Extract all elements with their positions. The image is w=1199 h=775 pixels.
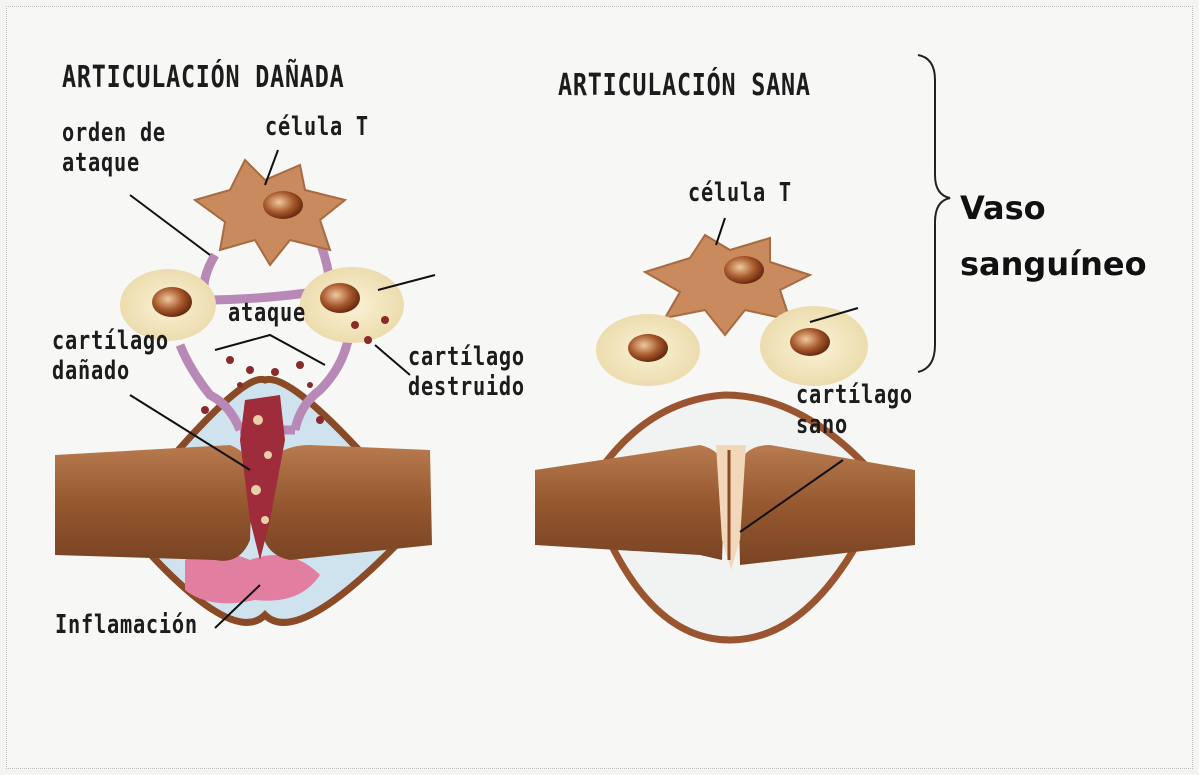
inflammation-label: Inflamación: [55, 610, 198, 640]
t-cell-damaged-label: célula T: [265, 112, 369, 142]
healthy-cartilage-label: cartílago sano: [796, 380, 913, 440]
blood-vessel-label: Vaso sanguíneo: [960, 180, 1160, 292]
healthy-bone-right: [738, 445, 915, 565]
healthy-joint-title: ARTICULACIÓN SANA: [558, 68, 811, 103]
vessel-bracket: [918, 55, 950, 372]
damaged-joint-title: ARTICULACIÓN DAÑADA: [62, 60, 344, 95]
damaged-bone-left: [55, 445, 252, 561]
t-cell-healthy-label: célula T: [688, 178, 792, 208]
healthy-bone-left: [535, 445, 725, 560]
damaged-joint: [55, 150, 435, 628]
attack-order-label: orden de ataque: [62, 118, 171, 178]
damaged-bone-right: [262, 445, 432, 560]
damaged-cartilage-label: cartílago dañado: [52, 326, 177, 386]
destroyed-cartilage-label: cartílago destruido: [408, 342, 533, 402]
attack-label: ataque: [228, 298, 306, 328]
